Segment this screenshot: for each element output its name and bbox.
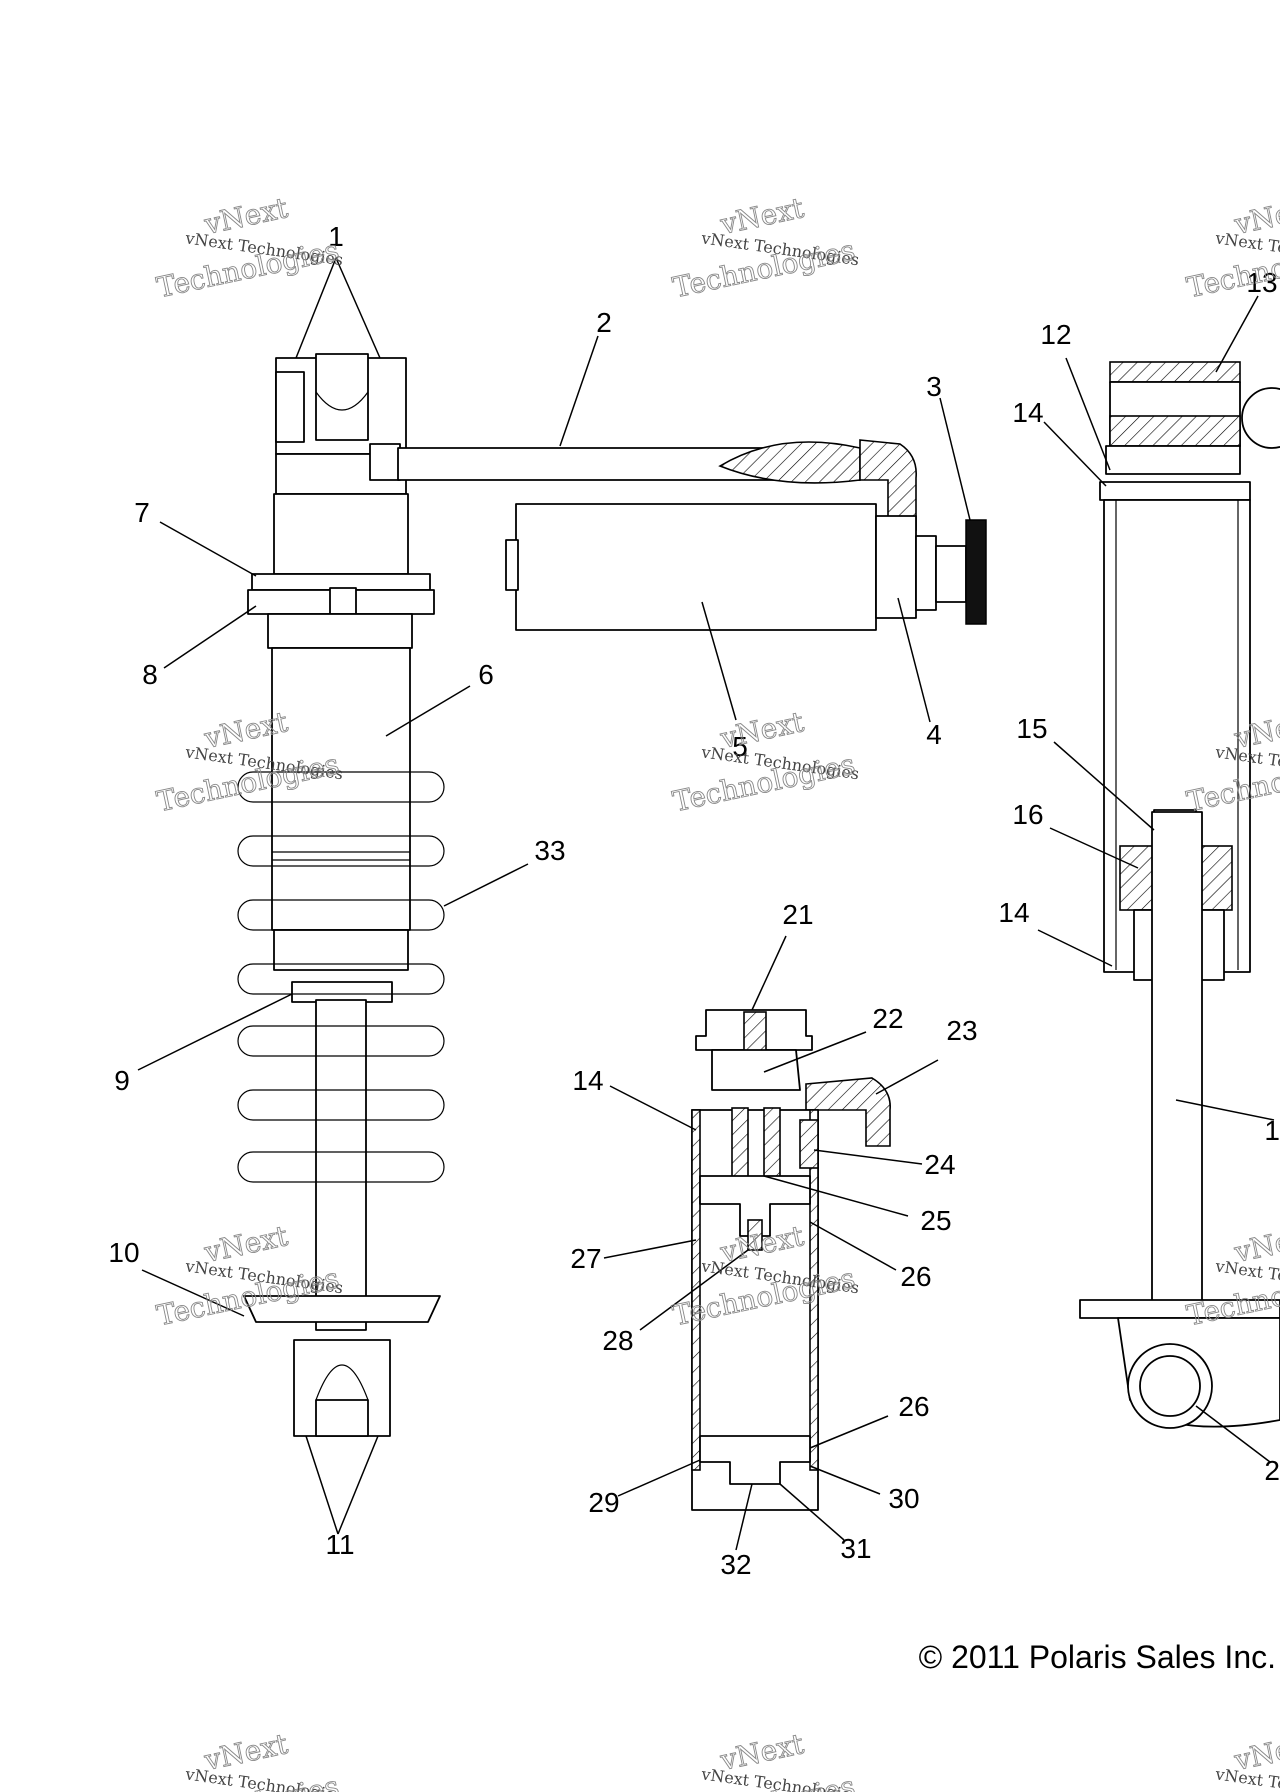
cutaway-oring [799,1119,819,1169]
cutaway-piston-left [731,1107,749,1183]
callout-32: 32 [720,1549,751,1580]
watermark: vNext vNext Technologies Technologies [669,191,860,305]
adjuster-stem [935,545,967,603]
callout-2: 2 [596,307,612,338]
callout-23: 23 [946,1015,977,1046]
callout-29: 29 [588,1487,619,1518]
right-head [1105,445,1241,475]
callout-5: 5 [732,731,748,762]
callout-15: 15 [1016,713,1047,744]
spring-coils [237,771,445,1183]
adjuster-knob[interactable] [965,519,987,625]
callout-24: 24 [924,1149,955,1180]
watermark: vNext vNext Technologies Technologies [1183,1727,1280,1792]
callout-labels: 1 2 3 4 5 6 7 8 9 10 11 12 13 14 14 14 1… [108,221,1280,1580]
right-eyelet-bore [1139,1355,1201,1417]
reservoir-cap [875,515,917,619]
callout-14-center: 14 [572,1065,603,1096]
callout-16: 16 [1012,799,1043,830]
adjuster-body [915,535,937,611]
coil [237,835,445,867]
callout-6: 6 [478,659,494,690]
watermark: vNext vNext Technologies Technologies [153,191,344,305]
cutaway-wall-left [691,1109,701,1471]
reservoir-cylinder [515,503,877,631]
right-shaft [1151,811,1203,1343]
shock-assembly-left [237,353,445,1437]
watermark: vNext vNext Technologies Technologies [669,705,860,819]
seal-head [273,929,409,971]
callout-2-right-partial: 2 [1264,1455,1280,1486]
callout-7: 7 [134,497,150,528]
right-spring-seat [1079,1299,1280,1319]
eyelet-body [315,353,369,441]
collar-lower [267,613,413,649]
callout-33: 33 [534,835,565,866]
callout-8: 8 [142,659,158,690]
reservoir-cutaway-center [691,1009,891,1511]
callout-26-upper: 26 [900,1261,931,1292]
callout-12: 12 [1040,319,1071,350]
lower-eyelet-curve [315,1364,369,1401]
coil [237,899,445,931]
callout-14-right-top: 14 [1012,397,1043,428]
coil [237,1151,445,1183]
callout-27: 27 [570,1243,601,1274]
callout-11: 11 [325,1529,354,1560]
coil [237,771,445,803]
cutaway-elbow [805,1077,891,1147]
lower-eyelet-bushing [315,1399,369,1437]
shock-body-upper [273,493,409,575]
callout-21: 21 [782,899,813,930]
callout-22: 22 [872,1003,903,1034]
lower-spring-seat [243,1295,441,1323]
cutaway-floating-piston [699,1175,811,1237]
remote-reservoir [397,439,987,631]
callout-10: 10 [108,1237,139,1268]
callout-1: 1 [328,221,344,252]
watermark: vNext vNext Technologies Technologies [153,1727,344,1792]
leader-lines [137,257,1275,1551]
cutaway-bleed [747,1219,763,1251]
right-cap [1099,481,1251,501]
bumper [291,981,393,1003]
cutaway-wall-right [809,1109,819,1471]
callout-9: 9 [114,1065,130,1096]
callout-14-right-lower: 14 [998,897,1029,928]
cutaway-piston-right [763,1107,781,1183]
shaft [315,999,367,1331]
hose-fitting [369,443,401,481]
coil [237,963,445,995]
right-eyelet-hatch [1109,415,1241,447]
right-reservoir-edge [1241,387,1280,449]
shock-section-right [1079,361,1280,1429]
callout-30: 30 [888,1483,919,1514]
collar-lock [329,587,357,615]
eyelet-curve [315,391,369,411]
eyelet-bushing [275,371,305,443]
callout-25: 25 [920,1205,951,1236]
watermark: vNext vNext Technologies Technologies [669,1727,860,1792]
callout-26-lower: 26 [898,1391,929,1422]
callout-3: 3 [926,371,942,402]
callout-28: 28 [602,1325,633,1356]
reservoir-end-plug [505,539,519,591]
callout-1-right-partial: 1 [1264,1115,1280,1146]
coil [237,1089,445,1121]
callout-31: 31 [840,1533,871,1564]
callout-13: 13 [1246,267,1277,298]
callout-4: 4 [926,719,942,750]
coil [237,1025,445,1057]
shock-cylinder [271,647,411,931]
cutaway-head [711,1049,801,1091]
watermark: vNext vNext Technologies Technologies [1183,191,1280,305]
copyright-notice: © 2011 Polaris Sales Inc. [919,1639,1276,1675]
hose-elbow [859,439,917,531]
